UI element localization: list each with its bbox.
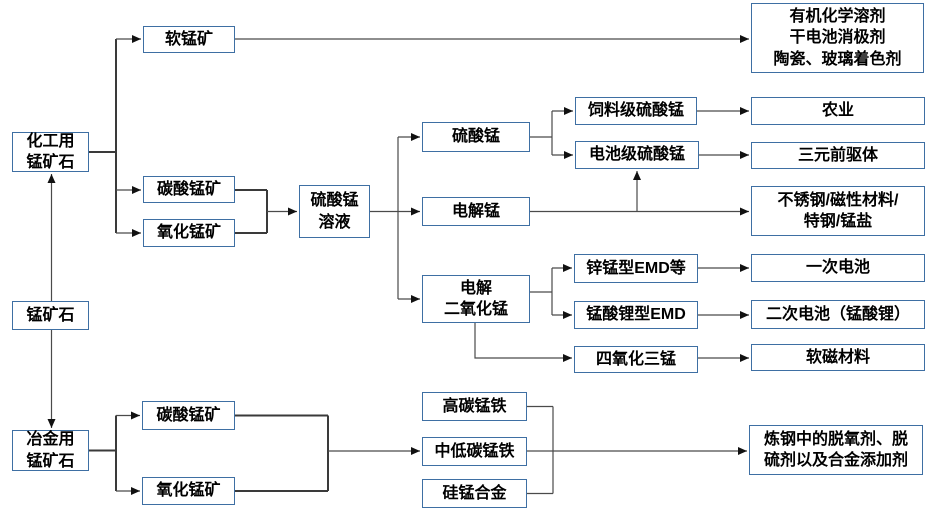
node-secondary-battery: 二次电池（锰酸锂） <box>751 300 925 329</box>
node-agriculture: 农业 <box>751 97 925 125</box>
edge-merge-top-bus <box>235 189 268 234</box>
node-primary-battery: 一次电池 <box>751 254 925 282</box>
edge-chem-bus <box>89 39 117 233</box>
edge-emd-to-mn3o4 <box>474 323 572 362</box>
node-zn-emd: 锌锰型EMD等 <box>574 254 698 283</box>
node-stainless: 不锈钢/磁性材料/ 特钢/锰盐 <box>751 186 925 236</box>
edge-emd-bus <box>530 268 553 315</box>
node-emd: 电解 二氧化锰 <box>422 275 530 323</box>
node-soft-mn: 软锰矿 <box>143 26 235 53</box>
node-mn-ore: 锰矿石 <box>12 301 89 330</box>
node-met-ore: 冶金用 锰矿石 <box>12 430 89 471</box>
node-oxide-bottom: 氧化锰矿 <box>142 477 235 505</box>
node-feed-mnso4: 饲料级硫酸锰 <box>575 97 697 125</box>
node-oxide-top: 氧化锰矿 <box>143 219 235 247</box>
node-mnso4: 硫酸锰 <box>422 122 530 152</box>
node-battery-mnso4: 电池级硫酸锰 <box>575 141 699 169</box>
node-high-c-femn: 高碳锰铁 <box>422 392 527 421</box>
node-limn-emd: 锰酸锂型EMD <box>574 301 698 329</box>
node-steel-additives: 炼钢中的脱氧剂、脱 硫剂以及合金添加剂 <box>749 425 923 475</box>
node-ternary: 三元前驱体 <box>751 142 925 169</box>
node-org-outputs: 有机化学溶剂 干电池消极剂 陶瓷、玻璃着色剂 <box>751 3 924 73</box>
node-carbonate-top: 碳酸锰矿 <box>143 176 235 203</box>
edge-ferroalloy-bus <box>527 405 554 495</box>
node-chem-ore: 化工用 锰矿石 <box>12 132 89 172</box>
node-mn3o4: 四氧化三锰 <box>574 346 698 373</box>
node-emm: 电解锰 <box>422 197 530 226</box>
edge-mnso4-bus <box>530 111 553 155</box>
node-mnso4-solution: 硫酸锰 溶液 <box>299 185 370 238</box>
node-soft-magnetic: 软磁材料 <box>751 344 925 371</box>
edge-merge-bottom-bus <box>235 414 329 492</box>
edge-met-bus <box>89 415 117 491</box>
node-si-mn-alloy: 硅锰合金 <box>422 479 527 508</box>
node-carbonate-bottom: 碳酸锰矿 <box>142 401 235 430</box>
node-mid-low-c-femn: 中低碳锰铁 <box>422 437 527 466</box>
